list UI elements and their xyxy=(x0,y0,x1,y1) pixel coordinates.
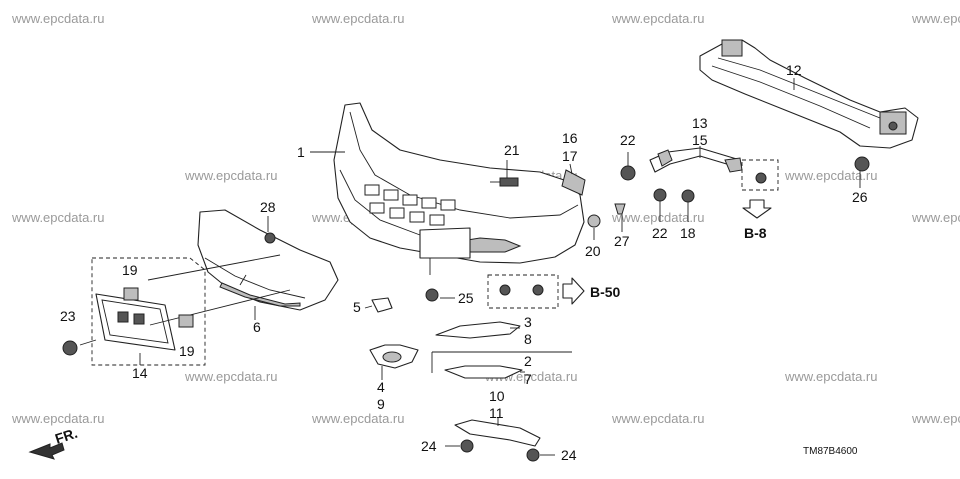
callout-24-right: 24 xyxy=(561,447,577,463)
callout-23: 23 xyxy=(60,308,76,324)
callout-1: 1 xyxy=(297,144,305,160)
callout-7: 7 xyxy=(524,371,532,387)
callout-17: 17 xyxy=(562,148,578,164)
molding-part-3 xyxy=(435,321,521,339)
watermark: www.epcdata.ru xyxy=(784,168,878,183)
watermark: www.epcdata.ru xyxy=(611,11,705,26)
bolt-18 xyxy=(681,189,695,203)
callout-27: 27 xyxy=(614,233,630,249)
front-label: FR. xyxy=(53,425,79,447)
watermark: www.epcdata.ru xyxy=(311,11,405,26)
leader-lines xyxy=(79,78,861,456)
callout-11: 11 xyxy=(489,405,504,421)
bumper-face-part xyxy=(333,102,585,275)
callout-21: 21 xyxy=(504,142,520,158)
watermark: www.epcdata.ru xyxy=(911,411,960,426)
clip-19a xyxy=(123,287,139,301)
bolt-25 xyxy=(425,288,439,302)
callout-22-top: 22 xyxy=(620,132,636,148)
bolt-23 xyxy=(62,340,78,356)
reference-b50: B-50 xyxy=(590,284,621,300)
callout-3: 3 xyxy=(524,314,532,330)
bolt-26 xyxy=(854,156,870,172)
watermark: www.epcdata.ru xyxy=(611,210,705,225)
small-parts xyxy=(369,297,572,447)
watermark: www.epcdata.ru xyxy=(911,210,960,225)
callout-12: 12 xyxy=(786,62,802,78)
callout-15: 15 xyxy=(692,132,708,148)
callout-24-left: 24 xyxy=(421,438,437,454)
clip-part-5 xyxy=(371,297,393,313)
callout-5: 5 xyxy=(353,299,361,315)
callout-13: 13 xyxy=(692,115,708,131)
watermark: www.epcdata.ru xyxy=(11,210,105,225)
watermark: www.epcdata.ru xyxy=(184,168,278,183)
clip-19b xyxy=(178,314,194,328)
bumper-beam-part xyxy=(699,39,919,149)
trim-part-10 xyxy=(454,419,541,447)
bolt-28 xyxy=(264,232,276,244)
watermark: www.epcdata.ru xyxy=(311,411,405,426)
callout-10: 10 xyxy=(489,388,505,404)
watermark: www.epcdata.ru xyxy=(184,369,278,384)
callout-2: 2 xyxy=(524,353,532,369)
callout-16: 16 xyxy=(562,130,578,146)
bolt-22a xyxy=(620,165,636,181)
bolt-24a xyxy=(460,439,474,453)
ref-arrow-b8 xyxy=(742,199,772,219)
callout-19-top: 19 xyxy=(122,262,138,278)
under-spoiler-part xyxy=(197,209,339,311)
callout-19-bottom: 19 xyxy=(179,343,195,359)
bolt-16 xyxy=(561,169,586,196)
clip-20 xyxy=(587,214,601,228)
callout-14: 14 xyxy=(132,365,148,381)
watermark: www.epcdata.ru xyxy=(611,411,705,426)
watermark: www.epcdata.ru xyxy=(11,11,105,26)
callout-26: 26 xyxy=(852,189,868,205)
front-arrow-icon xyxy=(28,442,65,460)
callout-22-bottom: 22 xyxy=(652,225,668,241)
callout-6: 6 xyxy=(253,319,261,335)
bolt-21 xyxy=(490,177,519,187)
reference-b8: B-8 xyxy=(744,225,767,241)
diagram-code: TM87B4600 xyxy=(803,446,858,457)
fasteners xyxy=(62,156,870,462)
callout-4: 4 xyxy=(377,379,385,395)
watermark: www.epcdata.ru xyxy=(11,411,105,426)
watermark: www.epcdata.ru xyxy=(911,11,960,26)
side-bracket-part xyxy=(649,147,743,173)
callout-9: 9 xyxy=(377,396,385,412)
callout-numbers: 1 2 3 4 5 6 7 8 9 10 11 12 13 14 15 16 1… xyxy=(60,62,868,463)
bolt-24b xyxy=(526,448,540,462)
watermark: www.epcdata.ru xyxy=(784,369,878,384)
bolt-b50 xyxy=(487,274,559,309)
bolt-b8 xyxy=(741,159,779,191)
callout-18: 18 xyxy=(680,225,696,241)
license-bracket-part xyxy=(91,254,291,366)
callout-20: 20 xyxy=(585,243,601,259)
ref-arrow-b50 xyxy=(562,277,585,305)
callout-28: 28 xyxy=(260,199,276,215)
callout-8: 8 xyxy=(524,331,532,347)
garnish-part-2 xyxy=(444,365,523,379)
bolt-22b xyxy=(653,188,667,202)
callout-25: 25 xyxy=(458,290,474,306)
